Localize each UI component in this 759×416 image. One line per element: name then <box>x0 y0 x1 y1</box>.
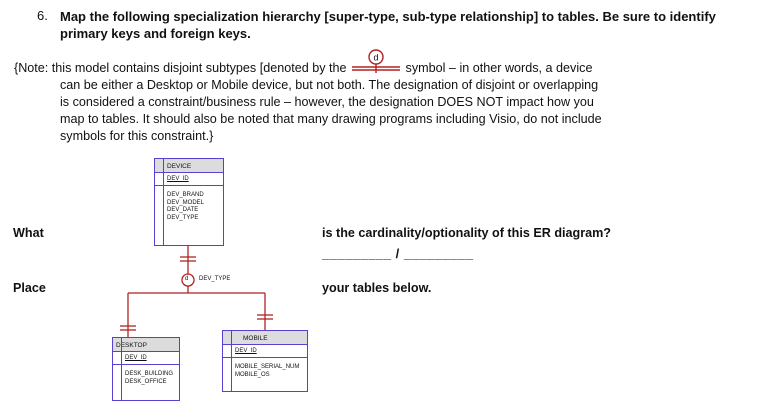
note-line-1-before: {Note: this model contains disjoint subt… <box>14 61 347 75</box>
entity-desktop-name: DESKTOP <box>113 338 179 352</box>
entity-mobile-attributes: MOBILE_SERIAL_NUM MOBILE_OS <box>223 358 307 379</box>
entity-desktop-attributes: DESK_BUILDING DESK_OFFICE <box>113 365 179 386</box>
entity-desktop-pk-text: DEV_ID <box>125 355 147 361</box>
attr-desk-building: DESK_BUILDING <box>125 371 174 377</box>
entity-mobile-name: MOBILE <box>223 331 307 345</box>
entity-desktop[interactable]: DESKTOP DEV_ID DESK_BUILDING DESK_OFFICE <box>112 337 180 401</box>
attr-dev-type: DEV_TYPE <box>167 214 199 221</box>
cardinality-question: is the cardinality/optionality of this E… <box>322 226 611 240</box>
disjoint-symbol-icon: d <box>350 48 402 76</box>
disjoint-circle-letter: d <box>185 276 189 282</box>
attr-mobile-os: MOBILE_OS <box>235 371 270 378</box>
entity-device-pk-text: DEV_ID <box>167 176 189 182</box>
entity-desktop-key-bar <box>121 338 122 400</box>
entity-device-name: DEVICE <box>155 159 223 173</box>
entity-mobile-key-bar <box>231 331 232 391</box>
entity-mobile-pk-text: DEV_ID <box>235 348 257 354</box>
attr-dev-date: DEV_DATE <box>167 207 199 213</box>
place-label: Place <box>13 281 46 295</box>
note-line-5: symbols for this constraint.} <box>60 129 214 143</box>
note-line-2: can be either a Desktop or Mobile device… <box>60 78 599 92</box>
what-label: What <box>13 226 44 240</box>
attr-desk-office: DESK_OFFICE <box>125 378 167 385</box>
entity-mobile-pk: DEV_ID <box>223 345 307 358</box>
entity-mobile[interactable]: MOBILE DEV_ID MOBILE_SERIAL_NUM MOBILE_O… <box>222 330 308 392</box>
entity-device[interactable]: DEVICE DEV_ID DEV_BRAND DEV_MODEL DEV_DA… <box>154 158 224 246</box>
note-line-4: map to tables. It should also be noted t… <box>60 112 602 126</box>
note-paragraph: {Note: this model contains disjoint subt… <box>14 48 704 145</box>
discriminator-label: DEV_TYPE <box>199 276 231 282</box>
entity-device-pk: DEV_ID <box>155 173 223 186</box>
attr-dev-brand: DEV_BRAND <box>167 192 204 198</box>
place-tables-instruction: your tables below. <box>322 281 432 295</box>
note-line-3: is considered a constraint/business rule… <box>60 95 594 109</box>
attr-dev-model: DEV_MODEL <box>167 199 205 206</box>
entity-device-attributes: DEV_BRAND DEV_MODEL DEV_DATE DEV_TYPE <box>155 186 223 222</box>
question-text: Map the following specialization hierarc… <box>60 9 716 41</box>
note-line-1-after: symbol – in other words, a device <box>405 61 593 75</box>
attr-mobile-serial-num: MOBILE_SERIAL_NUM <box>235 364 300 370</box>
disjoint-symbol-letter: d <box>374 52 379 62</box>
question-number: 6. <box>37 8 48 23</box>
entity-device-key-bar <box>163 159 164 245</box>
entity-desktop-pk: DEV_ID <box>113 352 179 365</box>
cardinality-answer-blank: _________ / _________ <box>322 246 474 261</box>
note-line-1: {Note: this model contains disjoint subt… <box>14 48 704 77</box>
